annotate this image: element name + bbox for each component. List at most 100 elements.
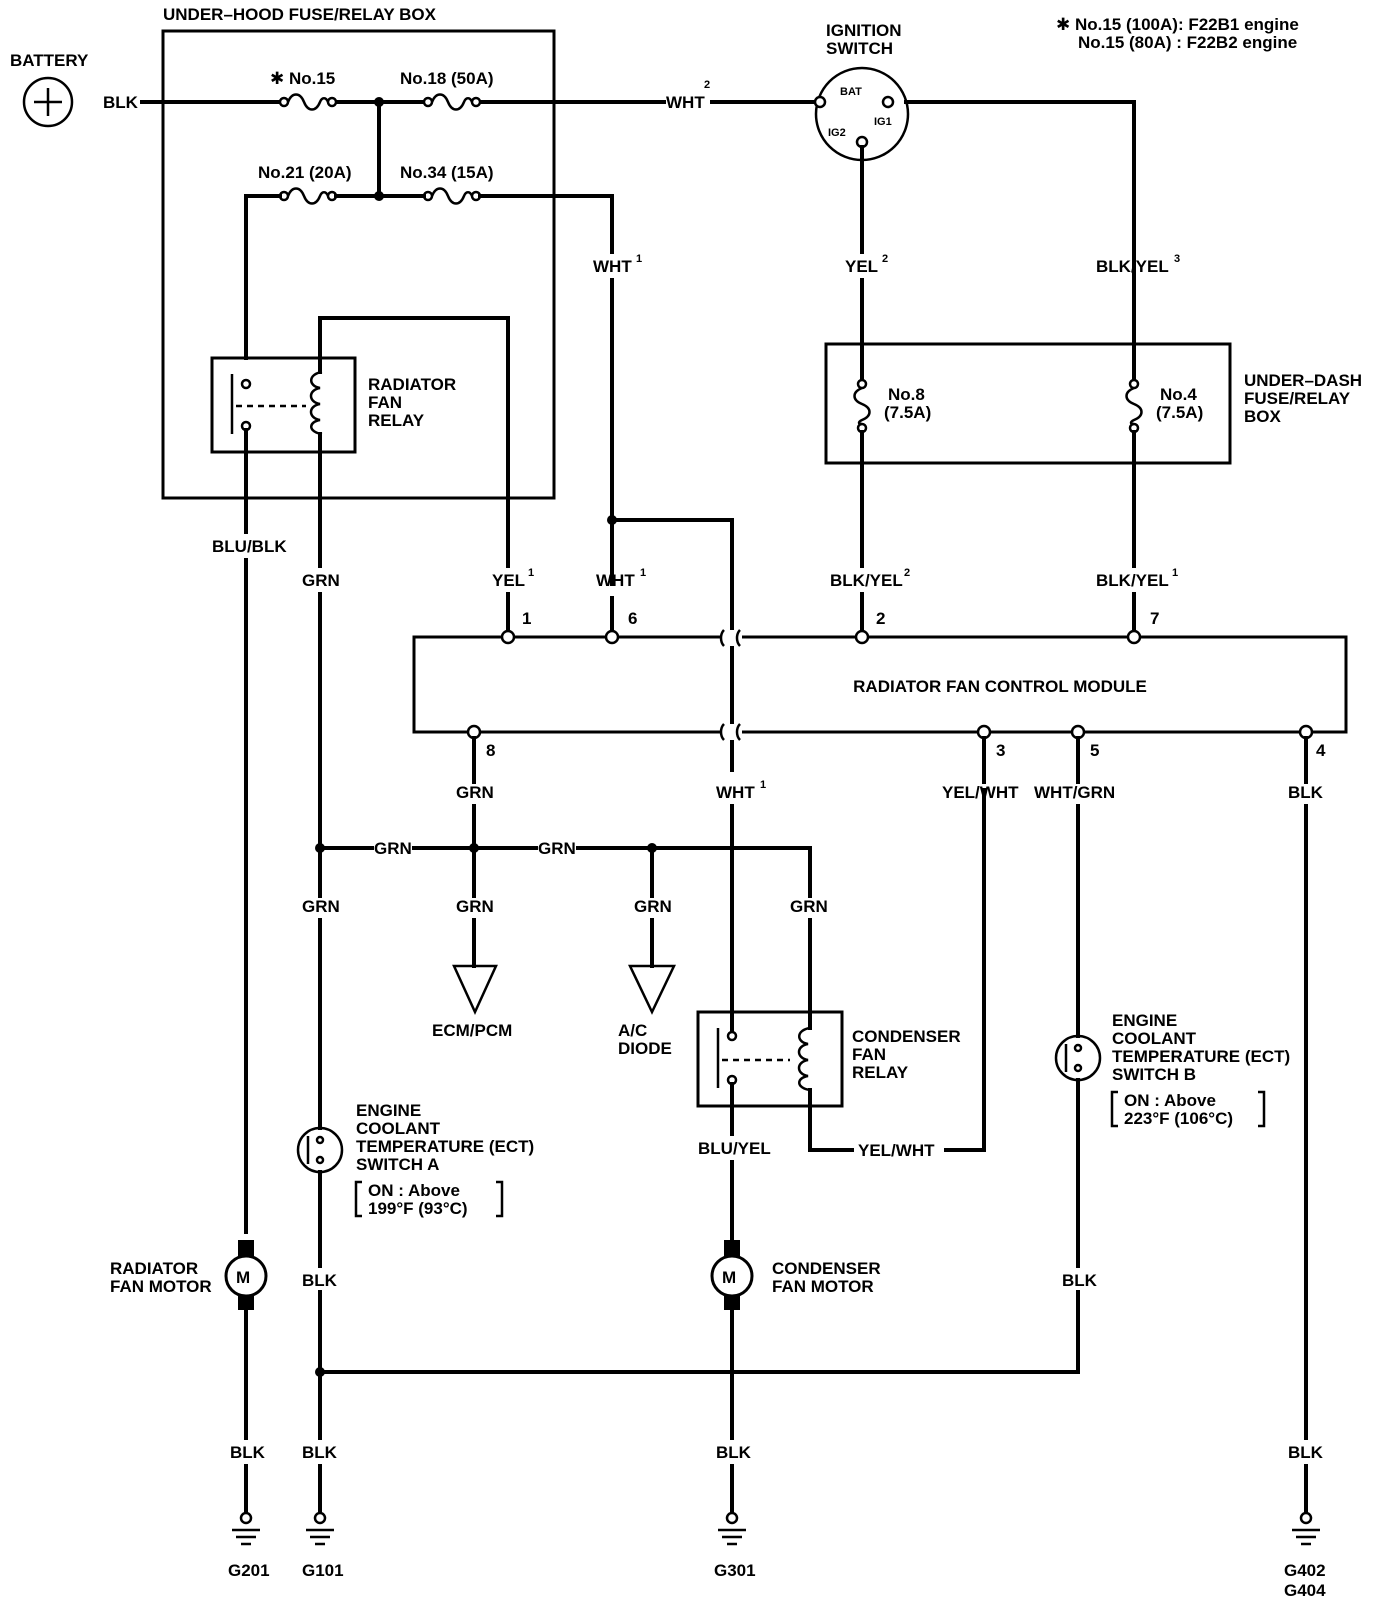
underdash-fuse-relay-box [824,342,1232,465]
module-pin-2 [854,629,870,645]
ect-b-bracket-right [1258,1090,1266,1128]
condenser-relay-label-1: CONDENSER [852,1027,961,1046]
pin-label-4: 4 [1316,741,1326,760]
ac-diode-label-2: DIODE [618,1039,672,1058]
condenser-motor-m: M [722,1268,736,1287]
ground-g101-label: G101 [302,1561,344,1580]
pin-label-1: 1 [522,609,531,628]
svg-text:1: 1 [640,567,646,579]
ect-switch-a-symbol [296,1126,344,1174]
svg-text:1: 1 [528,567,534,579]
wire-yel-2-label: YEL [845,257,878,276]
wire-blkyel-2-label: BLK/YEL [830,571,903,590]
pin-label-6: 6 [628,609,637,628]
ground-g201-label: G201 [228,1561,270,1580]
module-pin-7 [1126,629,1142,645]
ground-g101-symbol [306,1511,334,1546]
wire-blk-label-g402: BLK [1288,1443,1324,1462]
underdash-label-1: UNDER–DASH [1244,371,1362,390]
ect-a-label-4: SWITCH A [356,1155,439,1174]
ect-b-label-3: TEMPERATURE (ECT) [1112,1047,1290,1066]
wire-blkyel-1-label: BLK/YEL [1096,571,1169,590]
ect-b-bracket-left [1110,1090,1118,1128]
ground-g404-label: G404 [1284,1581,1326,1600]
wire-blk-label-g201: BLK [230,1443,266,1462]
wire-yelwht-label-a: YEL/WHT [858,1141,935,1160]
ect-switch-b-symbol [1054,1034,1102,1082]
fuse-no18 [422,93,482,111]
fuse-no15 [278,93,338,111]
wire-grn-label-g: GRN [634,897,672,916]
ground-g402-symbol [1292,1511,1320,1546]
ac-diode-label-1: A/C [618,1021,647,1040]
wire-yel-1-label: YEL [492,571,525,590]
underhood-fuse-relay-box [161,29,556,500]
ect-b-on-2: 223°F (106°C) [1124,1109,1233,1128]
ground-g301-symbol [718,1511,746,1546]
battery-symbol [22,76,74,128]
fuse-no34 [422,187,482,205]
radiator-fan-motor-symbol [224,1240,268,1310]
pin-label-7: 7 [1150,609,1159,628]
ignition-ig2-label: IG2 [828,127,846,139]
radiator-relay-symbol [230,370,323,436]
radiator-fan-relay-box [210,356,357,454]
module-title: RADIATOR FAN CONTROL MODULE [853,677,1147,696]
fuse-no15-label: ✱ No.15 [270,69,335,88]
fuse-no18-label: No.18 (50A) [400,69,494,88]
svg-text:1: 1 [760,779,766,791]
ect-a-label-1: ENGINE [356,1101,421,1120]
module-pin-1 [500,629,516,645]
wire-wht-1-label-b: WHT [596,571,635,590]
ect-a-bracket-right [496,1180,504,1218]
wire-blublk-label: BLU/BLK [212,537,287,556]
wire-grn-label-d: GRN [374,839,412,858]
ect-b-on-1: ON : Above [1124,1091,1216,1110]
fuse-note-line2: No.15 (80A) : F22B2 engine [1078,33,1297,52]
battery-wire-label: BLK [103,93,139,112]
wire-wht-1-label-a: WHT [593,257,632,276]
svg-text:2: 2 [882,253,888,265]
pin-label-3: 3 [996,741,1005,760]
control-module-box [412,635,1348,734]
wire-grn-label-c: GRN [456,897,494,916]
wire-wht-2-label: WHT [666,93,705,112]
ignition-label-1: IGNITION [826,21,902,40]
fuse-no8 [853,378,871,434]
ect-a-label-2: COOLANT [356,1119,441,1138]
svg-text:1: 1 [636,253,642,265]
battery-label: BATTERY [10,51,89,70]
underdash-label-2: FUSE/RELAY [1244,389,1351,408]
fuse-no4 [1125,378,1143,434]
ect-b-label-2: COOLANT [1112,1029,1197,1048]
wire-wht-1-label-c: WHT [716,783,755,802]
fuse-no8-label: No.8 [888,385,925,404]
radiator-motor-label-1: RADIATOR [110,1259,198,1278]
ground-g301-label: G301 [714,1561,756,1580]
wire-whtgrn-label: WHT/GRN [1034,783,1115,802]
radiator-motor-m: M [236,1268,250,1287]
fuse-no21-label: No.21 (20A) [258,163,352,182]
ignition-label-2: SWITCH [826,39,893,58]
fuse-no34-label: No.34 (15A) [400,163,494,182]
wire-grn-label-h: GRN [790,897,828,916]
underdash-label-3: BOX [1244,407,1282,426]
wire-wht-2-sup: 2 [704,79,710,91]
ect-a-on-2: 199°F (93°C) [368,1199,468,1218]
fuse-no4-rating: (7.5A) [1156,403,1203,422]
wire-grn-label-e: GRN [538,839,576,858]
wire-blk-label-ecta: BLK [302,1271,338,1290]
wire-grn-label-b: GRN [456,783,494,802]
ecm-pcm-label: ECM/PCM [432,1021,512,1040]
wire-yelwht-label-b: YEL/WHT [942,783,1019,802]
ect-b-label-1: ENGINE [1112,1011,1177,1030]
svg-text:1: 1 [1172,567,1178,579]
radiator-motor-label-2: FAN MOTOR [110,1277,212,1296]
ground-g402-label: G402 [1284,1561,1326,1580]
condenser-motor-label-1: CONDENSER [772,1259,881,1278]
pin-label-8: 8 [486,741,495,760]
ecm-pcm-symbol [452,964,498,1016]
radiator-relay-label-1: RADIATOR [368,375,456,394]
